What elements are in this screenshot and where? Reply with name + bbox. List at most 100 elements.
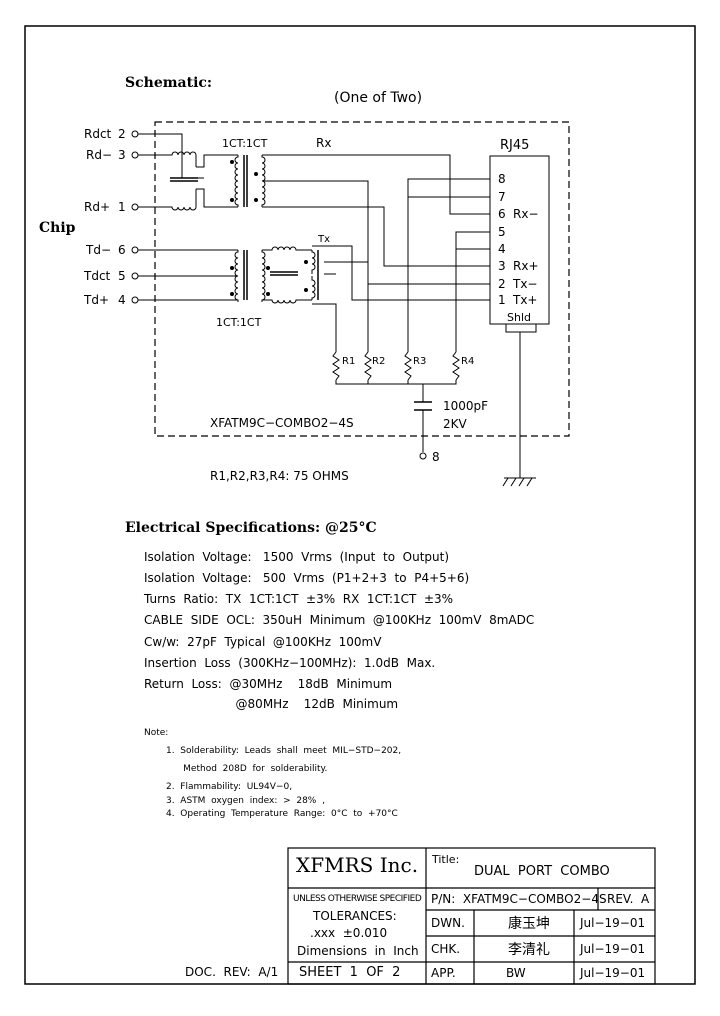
chk-date: Jul−19−01 <box>580 942 646 956</box>
note-3: 3. ASTM oxygen index: > 28% , <box>166 796 325 806</box>
rj45-pin3-sig: Rx+ <box>513 259 539 273</box>
tx-transformer <box>224 250 266 302</box>
rj45-shield-tab <box>505 323 537 333</box>
resistor-r3 <box>404 351 412 381</box>
spec-line-8: @80MHz 12dB Minimum <box>144 697 399 711</box>
schematic-subheading: (One of Two) <box>334 90 422 106</box>
pin-rd-plus-terminal <box>131 203 139 211</box>
spec-line-1: Isolation Voltage: 1500 Vrms (Input to O… <box>144 550 450 564</box>
pin8-label: 8 <box>432 450 440 464</box>
part-number: P/N: XFATM9C−COMBO2−4S <box>431 892 607 906</box>
capacitor <box>414 401 432 411</box>
rj45-pin2-num: 2 <box>498 277 506 291</box>
sheet-number: SHEET 1 OF 2 <box>299 965 401 980</box>
rj45-title: RJ45 <box>500 138 529 153</box>
pin-rdct-terminal <box>131 130 139 138</box>
cap-value: 1000pF <box>443 399 488 413</box>
electrical-heading: Electrical Specifications: @25°C <box>125 520 377 536</box>
pin-rd-minus-terminal <box>131 151 139 159</box>
pin-rd-minus-name: Rd− <box>86 148 112 162</box>
rj45-pin3-num: 3 <box>498 259 506 273</box>
revision: REV. A <box>607 892 650 906</box>
rj45-block <box>489 155 550 325</box>
cap-voltage: 2KV <box>443 417 468 431</box>
rj45-pin7-num: 7 <box>498 190 506 204</box>
spec-line-5: Cw/w: 27pF Typical @100KHz 100mV <box>144 635 382 649</box>
chk-label: CHK. <box>431 942 461 956</box>
tolerances-label: TOLERANCES: <box>313 909 397 923</box>
note-4: 4. Operating Temperature Range: 0°C to +… <box>166 809 398 819</box>
tx-ratio-label: 1CT:1CT <box>216 316 262 329</box>
doc-revision: DOC. REV: A/1 <box>185 965 279 979</box>
app-label: APP. <box>431 966 456 980</box>
sheet-border <box>24 25 696 985</box>
rx-transformer <box>234 155 266 207</box>
resistor-r4-label: R4 <box>461 356 474 367</box>
resistor-r2 <box>364 351 372 381</box>
spec-line-4: CABLE SIDE OCL: 350uH Minimum @100KHz 10… <box>144 613 535 627</box>
dwn-label: DWN. <box>431 916 465 930</box>
pin-td-plus-terminal <box>131 296 139 304</box>
pin-td-minus-name: Td− <box>85 243 111 257</box>
rj45-pin8-num: 8 <box>498 172 506 186</box>
resistor-r4 <box>452 351 460 381</box>
chk-signature: 李清礼 <box>508 942 550 958</box>
resistor-note: R1,R2,R3,R4: 75 OHMS <box>210 469 349 483</box>
title-block <box>287 847 656 985</box>
rj45-pin2-sig: Tx− <box>512 277 538 291</box>
dimensions-unit: Dimensions in Inch <box>297 944 419 958</box>
resistor-r3-label: R3 <box>413 356 426 367</box>
app-name: BW <box>506 966 526 980</box>
pin-td-minus-num: 6 <box>118 243 126 257</box>
resistor-r1 <box>332 351 340 381</box>
pin-td-plus-name: Td+ <box>83 293 109 307</box>
ground-symbol <box>502 477 536 487</box>
pin-rd-plus-name: Rd+ <box>84 200 110 214</box>
note-1: 1. Solderability: Leads shall meet MIL−S… <box>166 746 402 756</box>
rj45-pin5-num: 5 <box>498 225 506 239</box>
notes-heading: Note: <box>144 728 169 738</box>
dwn-signature: 康玉坤 <box>508 916 550 932</box>
rx-label: Rx <box>316 136 331 150</box>
pin-rd-minus-num: 3 <box>118 148 126 162</box>
pin-td-minus-terminal <box>131 246 139 254</box>
spec-line-7: Return Loss: @30MHz 18dB Minimum <box>144 677 393 691</box>
rj45-pin4-num: 4 <box>498 242 506 256</box>
rj45-pin6-sig: Rx− <box>513 207 539 221</box>
title-label: Title: <box>432 853 460 866</box>
unless-spec: UNLESS OTHERWISE SPECIFIED <box>293 894 422 904</box>
rx-cm-choke <box>168 151 198 211</box>
pin8-terminal <box>419 452 427 460</box>
tolerance-value: .xxx ±0.010 <box>310 926 388 940</box>
schematic-heading: Schematic: <box>125 75 212 91</box>
pin-tdct-terminal <box>131 272 139 280</box>
pin-rdct-name: Rdct <box>84 127 112 141</box>
spec-line-3: Turns Ratio: TX 1CT:1CT ±3% RX 1CT:1CT ±… <box>144 592 454 606</box>
resistor-r2-label: R2 <box>372 356 385 367</box>
chip-label: Chip <box>39 220 76 236</box>
pin-td-plus-num: 4 <box>118 293 126 307</box>
company-name: XFMRS Inc. <box>296 853 419 877</box>
app-date: Jul−19−01 <box>580 966 646 980</box>
rx-ratio-label: 1CT:1CT <box>222 137 268 150</box>
spec-line-2: Isolation Voltage: 500 Vrms (P1+2+3 to P… <box>144 571 470 585</box>
tx-label: Tx <box>317 234 330 245</box>
spec-line-6: Insertion Loss (300KHz−100MHz): 1.0dB Ma… <box>144 656 436 670</box>
note-2: 2. Flammability: UL94V−0, <box>166 782 293 792</box>
dwn-date: Jul−19−01 <box>580 916 646 930</box>
module-outline <box>154 121 570 437</box>
rj45-pin1-num: 1 <box>498 293 506 307</box>
rj45-pin1-sig: Tx+ <box>512 293 538 307</box>
resistor-r1-label: R1 <box>342 356 355 367</box>
note-1-cont: Method 208D for solderability. <box>166 764 328 774</box>
part-label: XFATM9C−COMBO2−4S <box>210 416 354 430</box>
pin-tdct-name: Tdct <box>83 269 111 283</box>
drawing-title: DUAL PORT COMBO <box>474 864 610 879</box>
rj45-shield-label: Shld <box>507 311 531 324</box>
tx-cm-choke <box>270 246 319 304</box>
pin-rd-plus-num: 1 <box>118 200 126 214</box>
pin-rdct-num: 2 <box>118 127 126 141</box>
rj45-pin6-num: 6 <box>498 207 506 221</box>
